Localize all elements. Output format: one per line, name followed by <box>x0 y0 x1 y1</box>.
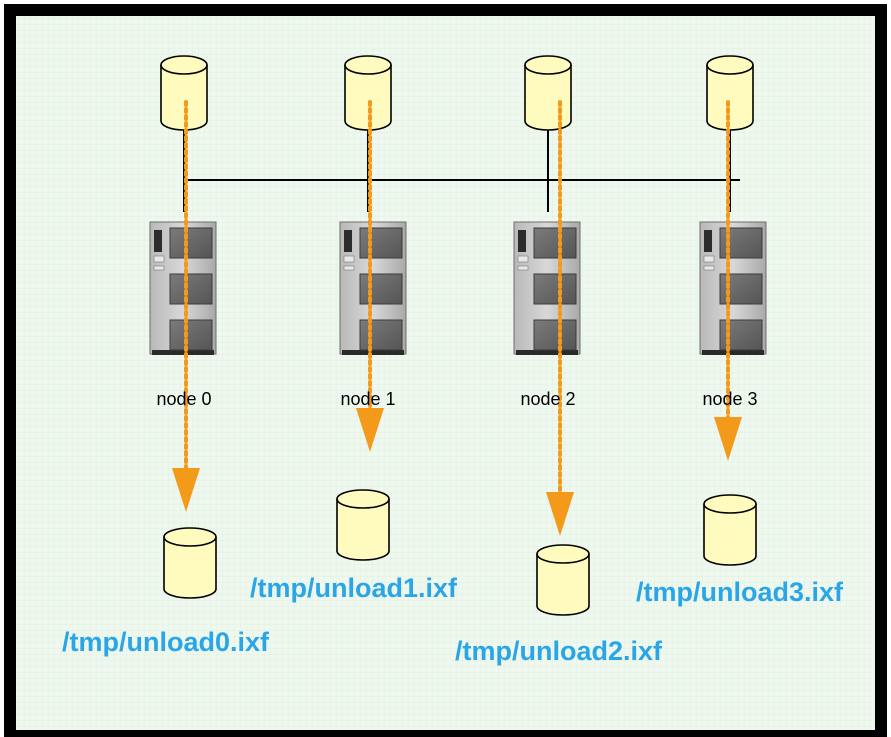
server-tower-icon <box>339 221 407 355</box>
dotted-arrow-down-icon <box>356 100 384 452</box>
node-label-1: node 1 <box>340 389 395 409</box>
node-group-2 <box>513 55 590 616</box>
server-tower-icon <box>149 221 217 355</box>
file-cylinder-icon <box>703 494 757 566</box>
server-tower-icon <box>513 221 581 355</box>
node-group-0 <box>149 55 217 599</box>
server-tower-icon <box>699 221 767 355</box>
database-cylinder-icon <box>344 55 392 131</box>
output-file-label-1: /tmp/unload1.ixf <box>250 573 458 603</box>
node-label-3: node 3 <box>702 389 757 409</box>
output-file-label-3: /tmp/unload3.ixf <box>636 577 844 607</box>
output-file-label-0: /tmp/unload0.ixf <box>62 627 270 657</box>
dotted-arrow-down-icon <box>172 100 200 512</box>
output-file-label-2: /tmp/unload2.ixf <box>455 636 663 666</box>
node-group-1 <box>336 55 407 561</box>
diagram-background <box>4 4 887 737</box>
dotted-arrow-down-icon <box>546 100 574 536</box>
node-label-2: node 2 <box>520 389 575 409</box>
file-cylinder-icon <box>163 527 217 599</box>
node-group-3 <box>699 55 767 566</box>
database-cylinder-icon <box>706 55 754 131</box>
node-label-0: node 0 <box>156 389 211 409</box>
dotted-arrow-down-icon <box>714 100 742 461</box>
database-cylinder-icon <box>524 55 572 131</box>
file-cylinder-icon <box>536 544 590 616</box>
file-cylinder-icon <box>336 489 390 561</box>
database-cylinder-icon <box>160 55 208 131</box>
